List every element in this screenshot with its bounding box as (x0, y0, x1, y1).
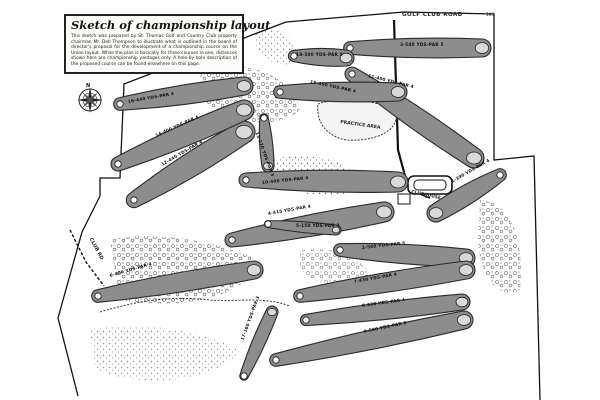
tee-hole-13 (260, 114, 268, 122)
compass-north-label: N (86, 83, 91, 89)
property-boundary (57, 11, 541, 400)
tee-hole-15 (276, 88, 284, 96)
fairway-hole-16 (113, 76, 254, 111)
green-hole-6 (246, 264, 262, 276)
green-hole-9 (456, 314, 472, 326)
tee-hole-4 (228, 236, 236, 244)
fairway-hole-7 (293, 260, 476, 303)
fairway-hole-3 (343, 37, 492, 59)
fairway-hole-9 (269, 310, 474, 367)
fairway-hole-13 (258, 113, 275, 173)
tee-hole-2 (336, 246, 344, 254)
tee-hole-17 (240, 372, 248, 380)
green-hole-5 (331, 226, 341, 234)
tee-hole-5 (264, 220, 272, 228)
tee-hole-10 (242, 176, 250, 184)
title-box: Sketch of championship layout This sketc… (64, 14, 271, 74)
woods-area (478, 200, 521, 293)
map-title: Sketch of championship layout (71, 18, 271, 32)
green-hole-16 (236, 80, 252, 92)
tee-hole-9 (272, 356, 280, 364)
woods-area (300, 248, 370, 284)
green-hole-15 (390, 86, 406, 98)
tee-hole-18 (290, 52, 298, 60)
green-hole-1 (428, 207, 444, 219)
tee-hole-14 (114, 160, 122, 168)
green-hole-17 (267, 307, 277, 316)
clubhouse (397, 175, 453, 205)
tee-hole-7 (296, 292, 304, 300)
green-hole-12 (235, 125, 253, 140)
green-hole-10 (390, 175, 406, 189)
fairway-hole-17 (239, 305, 279, 381)
green-hole-11 (466, 151, 482, 165)
page-number: 103 (486, 13, 495, 18)
green-hole-18 (339, 52, 353, 64)
fairway-hole-8 (299, 293, 471, 327)
fairways (91, 37, 507, 381)
golf-club-road (392, 19, 406, 173)
hole-label-5: 5-150 YDS-PAR 3 (296, 224, 340, 229)
tee-hole-8 (302, 316, 310, 324)
fairway-hole-2 (333, 242, 476, 268)
hole-label-3: 3-540 YDS-PAR 5 (400, 43, 444, 48)
tee-hole-11 (348, 70, 356, 78)
green-hole-13 (263, 161, 273, 170)
fairway-hole-18 (287, 47, 355, 67)
fairway-hole-1 (426, 168, 507, 223)
fairway-hole-14 (110, 99, 255, 172)
club-road (69, 229, 105, 287)
fairway-hole-6 (91, 260, 264, 303)
tee-hole-1 (496, 171, 504, 179)
green-hole-4 (376, 205, 392, 219)
hole-label-18: 18-500 YDS-PAR 5 (296, 53, 343, 58)
creek (99, 298, 291, 313)
compass-icon (77, 87, 103, 113)
green-hole-7 (458, 264, 474, 276)
green-hole-3 (474, 42, 490, 54)
green-hole-8 (455, 296, 469, 308)
map-description: This sketch was prepared by St. Thomas G… (71, 34, 237, 67)
tee-hole-16 (116, 100, 124, 108)
green-hole-14 (236, 103, 252, 117)
tee-hole-12 (130, 196, 138, 204)
tee-hole-6 (94, 292, 102, 300)
fairway-hole-10 (238, 169, 409, 193)
fairway-hole-15 (273, 81, 408, 103)
woods-area (90, 326, 240, 381)
golf-club-road-label: GOLF CLUB ROAD (402, 12, 463, 18)
